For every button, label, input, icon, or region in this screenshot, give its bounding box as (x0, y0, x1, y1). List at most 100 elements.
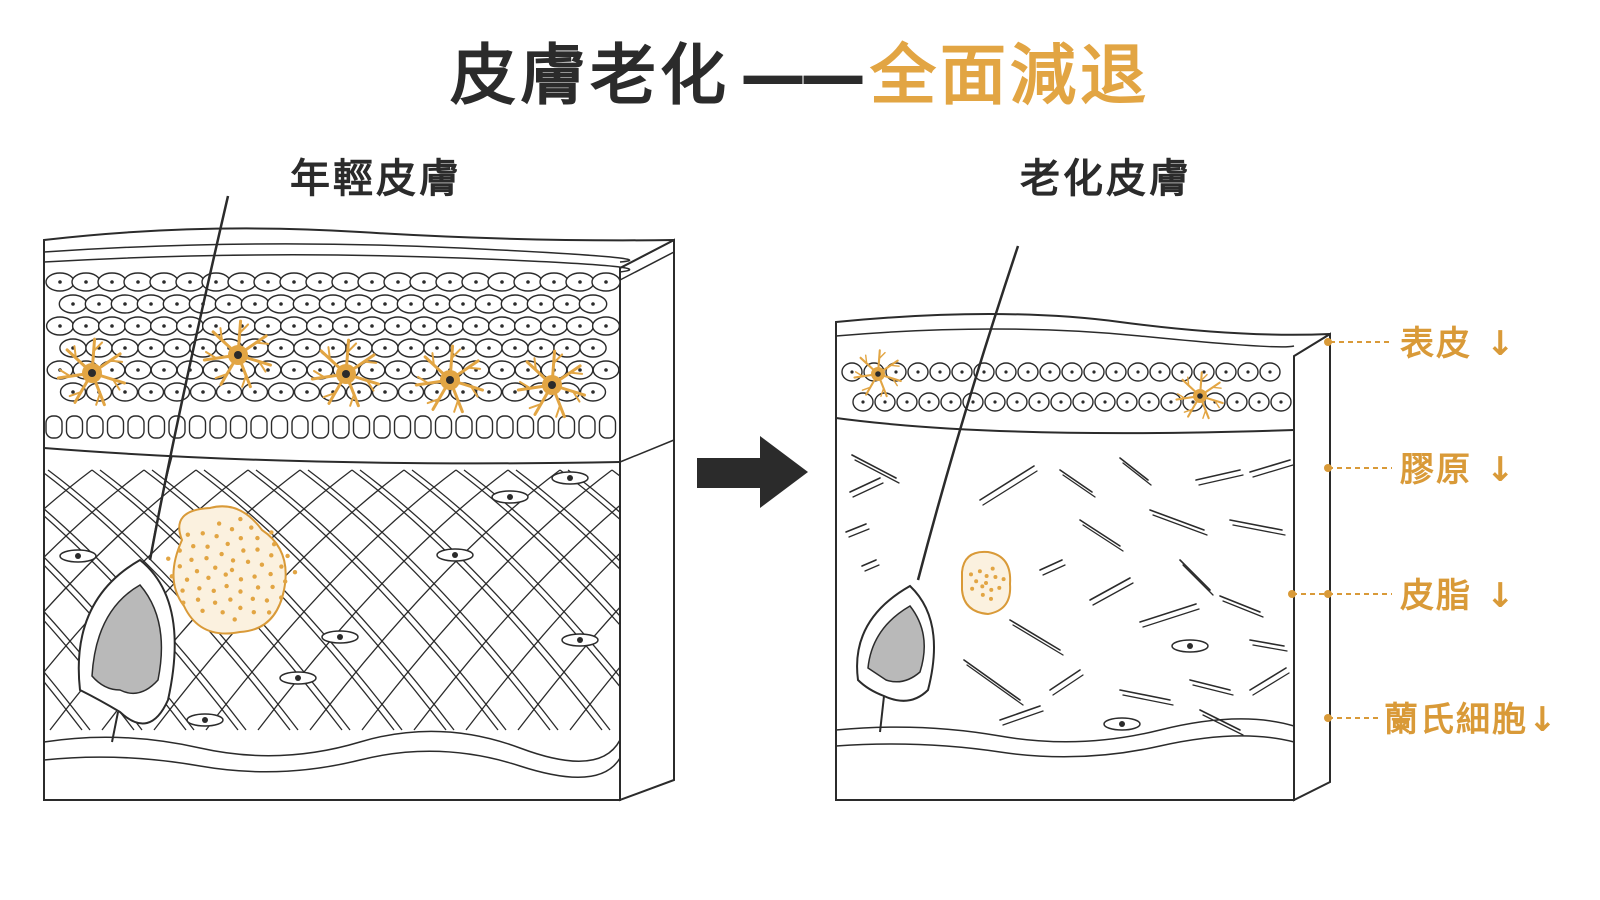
cell-nucleus (201, 390, 205, 394)
collagen-fiber (864, 564, 880, 572)
cell-nucleus (123, 390, 127, 394)
sebum-dot (974, 579, 979, 584)
cell-nucleus (253, 346, 257, 350)
collagen-fiber (299, 469, 551, 731)
cell-nucleus (422, 280, 426, 284)
cell-nucleus (960, 370, 964, 374)
cell-nucleus (214, 280, 218, 284)
cell-nucleus (526, 324, 530, 328)
collagen-fiber (1249, 639, 1285, 647)
young-hair-follicle (77, 195, 230, 743)
cell-nucleus (149, 302, 153, 306)
cell-nucleus (883, 400, 887, 404)
collagen-fiber (1232, 524, 1286, 536)
sebum-dot (238, 577, 244, 582)
cell-nucleus (1125, 400, 1129, 404)
cell-nucleus (318, 324, 322, 328)
cell-nucleus (905, 400, 909, 404)
cell-nucleus (110, 280, 114, 284)
sebum-dot (185, 532, 191, 537)
cell-nucleus (175, 390, 179, 394)
dendrite-branch (878, 351, 886, 360)
cell-nucleus (136, 280, 140, 284)
cell-nucleus (591, 390, 595, 394)
collagen-fiber (1042, 564, 1066, 576)
aged-epidermis-cells (841, 362, 1292, 412)
sebum-dot (238, 605, 243, 611)
cell-nucleus (565, 302, 569, 306)
aged-collagen-fibers (845, 454, 1294, 736)
collagen-fiber (1249, 667, 1287, 691)
cell-nucleus (1004, 370, 1008, 374)
cell-nucleus (292, 324, 296, 328)
cell-nucleus (266, 280, 270, 284)
cell-nucleus (591, 346, 595, 350)
dendrite-branch (467, 366, 482, 370)
cell-nucleus (448, 280, 452, 284)
dendrite-branch (1214, 399, 1220, 409)
dendrite-branch (366, 379, 375, 392)
dendrite-branch (327, 346, 331, 361)
sebum-dot (270, 584, 275, 590)
collagen-fiber (1082, 524, 1124, 552)
sebum-dot (249, 525, 254, 530)
sebum-dot (269, 553, 274, 558)
dendrite-branch (426, 398, 440, 405)
dendrite-branch (59, 368, 72, 378)
title-accent: 全面減退 (870, 37, 1150, 114)
collagen-fiber (351, 469, 603, 731)
sebum-dot (230, 558, 236, 563)
cell-nucleus (201, 346, 205, 350)
sebum-dot (180, 588, 185, 593)
cell-nucleus (162, 368, 166, 372)
collagen-fiber (1252, 644, 1288, 652)
cell-nucleus (357, 346, 361, 350)
cell-nucleus (1026, 370, 1030, 374)
fibroblast-nucleus (1119, 721, 1125, 727)
sebum-dot (189, 557, 194, 562)
sebum-dot (229, 527, 235, 532)
sebum-dot (220, 610, 225, 615)
cell-nucleus (175, 302, 179, 306)
diagram-title: 皮膚老化——全面減退 (0, 22, 1600, 118)
cell-nucleus (162, 280, 166, 284)
cell-nucleus (1235, 400, 1239, 404)
sebum-dot (191, 544, 196, 549)
down-arrow-icon: ↓ (1485, 324, 1517, 364)
sebum-dot (228, 597, 233, 602)
cell-nucleus (1037, 400, 1041, 404)
dendrite-branch (555, 404, 562, 418)
sebum-dot (266, 610, 272, 615)
sebum-dot (980, 592, 985, 597)
collagen-fiber (1012, 624, 1064, 656)
cell-nucleus (383, 346, 387, 350)
collagen-fiber (1002, 710, 1044, 726)
dendrite-branch (109, 359, 124, 363)
cell-nucleus (487, 302, 491, 306)
sebum-dot (166, 556, 171, 561)
collagen-fiber (1009, 619, 1061, 651)
collagen-fiber (1179, 559, 1211, 591)
cell-nucleus (971, 400, 975, 404)
cell-nucleus (552, 324, 556, 328)
sebum-dot (993, 574, 998, 579)
sebum-dot (245, 559, 251, 565)
basal-cell (516, 415, 535, 439)
sebum-dot (279, 595, 284, 600)
sebum-dot (224, 583, 229, 589)
cell-nucleus (500, 368, 504, 372)
cell-nucleus (474, 280, 478, 284)
callout-collagen: 膠原 ↓ (1400, 450, 1517, 490)
dendrite-branch (238, 323, 250, 335)
cell-nucleus (292, 280, 296, 284)
cell-nucleus (1246, 370, 1250, 374)
fibroblast-nucleus (295, 675, 301, 681)
dendrite-branch (1187, 376, 1190, 387)
cell-nucleus (279, 302, 283, 306)
collagen-fiber (1122, 462, 1152, 486)
basal-cell (311, 415, 330, 439)
cell-nucleus (461, 390, 465, 394)
cell-nucleus (539, 346, 543, 350)
basal-cell (373, 415, 391, 439)
langerhans-nucleus (875, 371, 881, 377)
